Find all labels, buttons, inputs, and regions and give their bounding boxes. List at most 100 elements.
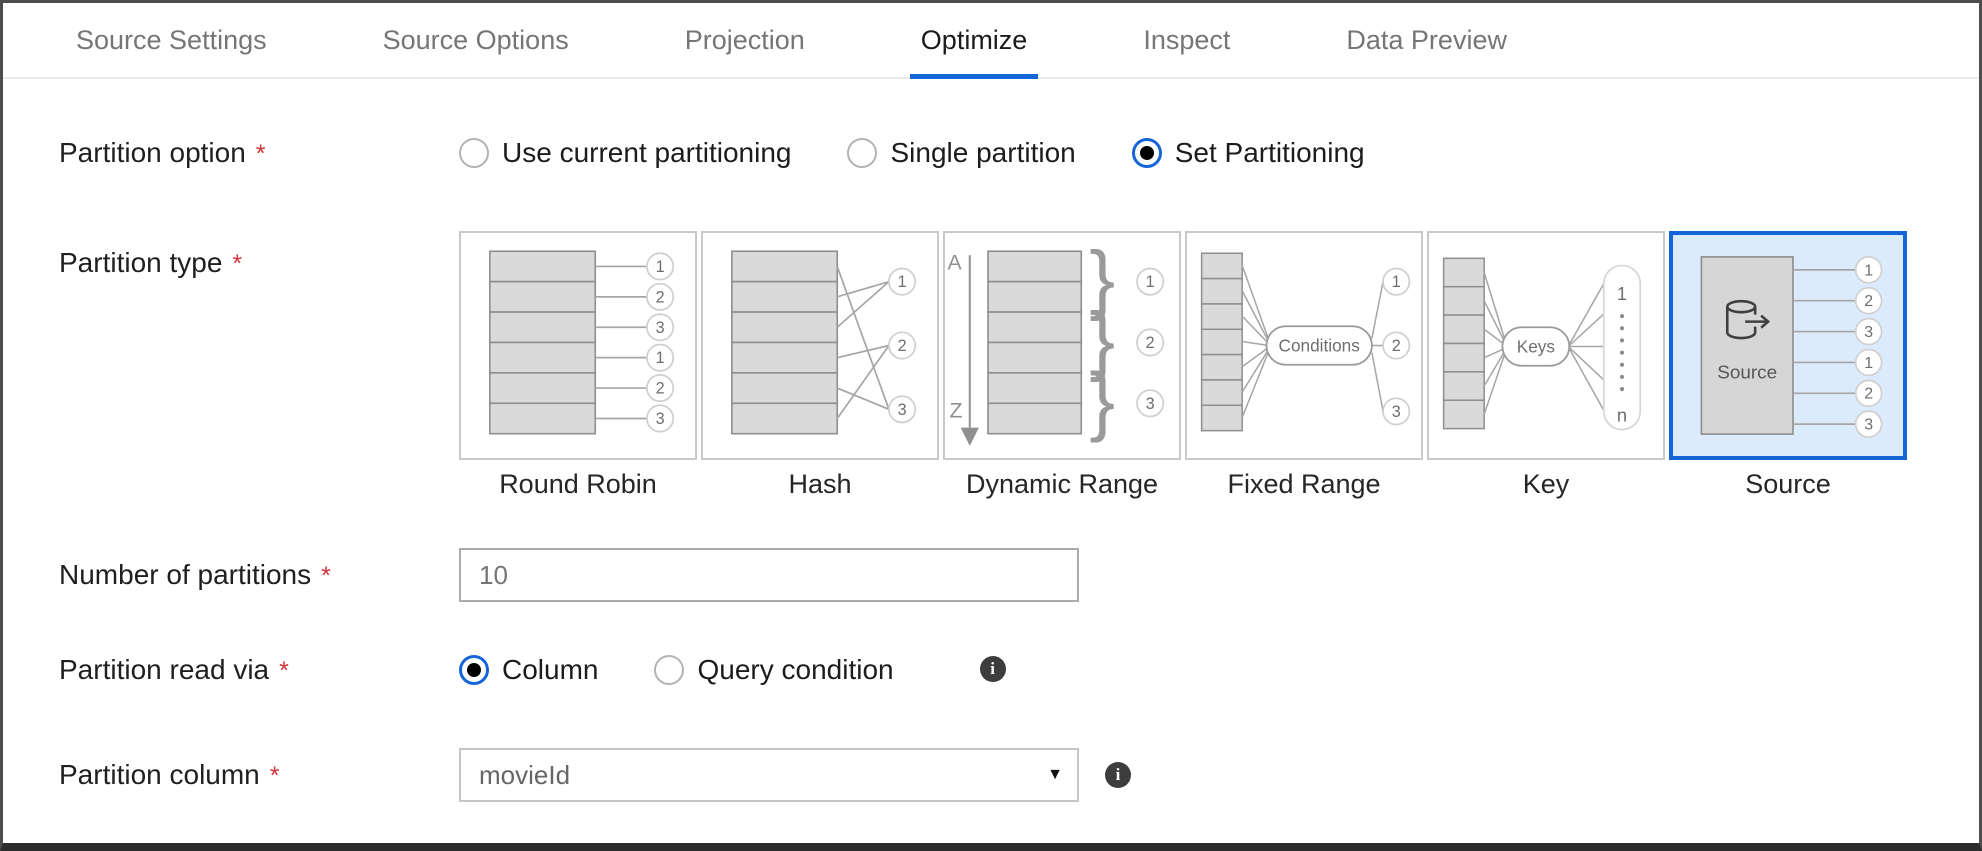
svg-text:Z: Z [950, 398, 963, 422]
optimize-form: Partition option * Use current partitioni… [3, 79, 1979, 802]
svg-text:2: 2 [1864, 386, 1873, 403]
partition-type-row: Partition type * [59, 231, 1979, 500]
svg-text:Source: Source [1717, 362, 1777, 383]
number-of-partitions-label: Number of partitions * [59, 559, 459, 591]
partition-type-label-text: Partition type [59, 247, 223, 278]
partition-column-row: Partition column * movieId ▼ i [59, 748, 1979, 802]
partition-option-label-text: Partition option [59, 137, 246, 168]
card-label-key: Key [1522, 469, 1570, 499]
radio-use-current-partitioning[interactable]: Use current partitioning [459, 137, 791, 169]
source-icon: Source 1 [1700, 256, 1883, 438]
card-label-source: Source [1745, 469, 1831, 499]
svg-text:2: 2 [656, 380, 665, 398]
required-asterisk: * [279, 657, 289, 685]
svg-text:1: 1 [1864, 262, 1873, 279]
partition-read-via-radio-group: Column Query condition [459, 654, 894, 686]
svg-text:}: } [1089, 297, 1115, 383]
info-icon[interactable]: i [1105, 762, 1131, 788]
radio-set-partitioning[interactable]: Set Partitioning [1131, 137, 1365, 169]
dynamic-range-diagram: A Z } } [943, 231, 1181, 460]
number-of-partitions-label-text: Number of partitions [59, 559, 312, 590]
radio-single-partition[interactable]: Single partition [847, 137, 1076, 169]
tab-source-options[interactable]: Source Options [382, 25, 569, 55]
tab-source-settings[interactable]: Source Settings [76, 25, 267, 55]
svg-text:2: 2 [656, 288, 665, 306]
svg-text:3: 3 [656, 410, 665, 428]
svg-text:3: 3 [1146, 395, 1155, 413]
svg-text:1: 1 [898, 273, 907, 291]
dynamic-range-icon: A Z } } [947, 236, 1165, 446]
card-label-fixed-range: Fixed Range [1227, 469, 1381, 499]
card-round-robin[interactable]: 1 2 3 1 2 3 Round Robin [459, 231, 697, 500]
partition-option-label: Partition option * [59, 137, 459, 169]
svg-text:1: 1 [1392, 273, 1401, 291]
partition-read-via-row: Partition read via * Column Query conditi… [59, 654, 1979, 686]
radio-column[interactable]: Column [459, 654, 598, 686]
svg-text:}: } [1089, 236, 1115, 322]
partition-type-label: Partition type * [59, 231, 459, 279]
card-fixed-range[interactable]: Conditions 1 2 3 Fixed Range [1185, 231, 1423, 500]
number-of-partitions-input[interactable] [459, 548, 1079, 602]
svg-text:n: n [1617, 405, 1627, 426]
card-dynamic-range[interactable]: A Z } } [943, 231, 1181, 500]
tab-bar: Source Settings Source Options Projectio… [3, 3, 1979, 79]
svg-text:1: 1 [1864, 355, 1873, 372]
svg-text:}: } [1089, 358, 1115, 444]
required-asterisk: * [321, 562, 331, 590]
radio-label: Query condition [697, 654, 894, 685]
svg-text:2: 2 [898, 337, 907, 355]
radio-label: Column [502, 654, 599, 685]
tab-projection[interactable]: Projection [684, 25, 805, 55]
svg-text:3: 3 [1864, 417, 1873, 434]
card-label-dynamic-range: Dynamic Range [965, 469, 1159, 499]
partition-column-value: movieId [479, 759, 571, 790]
card-hash[interactable]: 1 2 3 Hash [701, 231, 939, 500]
round-robin-icon: 1 2 3 1 2 3 [489, 250, 675, 435]
partition-column-label-text: Partition column [59, 759, 260, 790]
partition-option-row: Partition option * Use current partitioni… [59, 137, 1979, 169]
radio-circle-icon[interactable] [459, 655, 489, 685]
svg-text:1: 1 [656, 258, 665, 276]
radio-circle-icon[interactable] [847, 138, 878, 168]
svg-text:1: 1 [1617, 283, 1627, 304]
svg-text:3: 3 [656, 319, 665, 337]
radio-circle-icon[interactable] [459, 138, 489, 168]
svg-text:3: 3 [1392, 403, 1401, 421]
required-asterisk: * [269, 762, 280, 790]
tab-inspect[interactable]: Inspect [1143, 25, 1231, 55]
svg-text:1: 1 [1146, 273, 1155, 291]
info-icon[interactable]: i [979, 656, 1006, 682]
partition-read-via-label-text: Partition read via [59, 654, 270, 685]
tab-data-preview[interactable]: Data Preview [1346, 25, 1507, 55]
hash-diagram: 1 2 3 [701, 231, 939, 460]
radio-query-condition[interactable]: Query condition [654, 654, 894, 686]
card-source[interactable]: Source 1 [1669, 231, 1907, 500]
partition-option-radio-group: Use current partitioning Single partitio… [459, 137, 1365, 169]
radio-label: Single partition [890, 137, 1076, 168]
required-asterisk: * [232, 250, 243, 278]
key-diagram: Keys 1 n [1427, 231, 1665, 460]
fixed-range-diagram: Conditions 1 2 3 [1185, 231, 1423, 460]
svg-text:2: 2 [1392, 337, 1401, 355]
svg-text:2: 2 [1146, 334, 1155, 352]
card-label-round-robin: Round Robin [499, 469, 657, 499]
fixed-range-icon: Conditions 1 2 3 [1200, 252, 1411, 432]
round-robin-diagram: 1 2 3 1 2 3 [459, 231, 697, 460]
radio-label: Set Partitioning [1174, 137, 1365, 168]
required-asterisk: * [255, 140, 266, 168]
svg-text:2: 2 [1864, 293, 1873, 310]
partition-type-cards: 1 2 3 1 2 3 Round Robin [459, 231, 1907, 500]
card-label-hash: Hash [788, 469, 852, 499]
tab-optimize[interactable]: Optimize [909, 25, 1039, 79]
partition-column-label: Partition column * [59, 759, 459, 791]
partition-column-dropdown[interactable]: movieId ▼ [459, 748, 1079, 802]
partition-read-via-label: Partition read via * [59, 654, 459, 686]
svg-text:A: A [947, 250, 962, 274]
radio-circle-icon[interactable] [1131, 138, 1162, 168]
radio-circle-icon[interactable] [654, 655, 685, 685]
radio-label: Use current partitioning [502, 137, 792, 168]
number-of-partitions-row: Number of partitions * [59, 548, 1979, 602]
svg-text:Keys: Keys [1517, 337, 1555, 357]
card-key[interactable]: Keys 1 n Key [1427, 231, 1665, 500]
